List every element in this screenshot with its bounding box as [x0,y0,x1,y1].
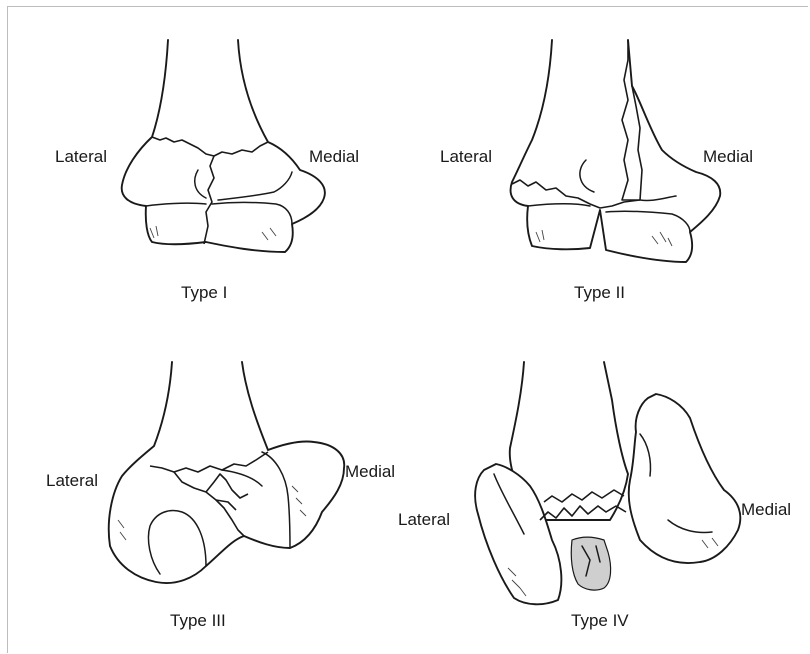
lateral-label-type-3: Lateral [46,471,98,491]
bone-type-4 [475,362,740,604]
lateral-label-type-4: Lateral [398,510,450,530]
caption-type-1: Type I [181,283,227,303]
medial-label-type-1: Medial [309,147,359,167]
caption-type-3: Type III [170,611,226,631]
medial-label-type-4: Medial [741,500,791,520]
bone-type-3 [109,362,344,583]
medial-label-type-3: Medial [345,462,395,482]
lateral-label-type-2: Lateral [440,147,492,167]
bone-type-1 [122,40,325,252]
lateral-label-type-1: Lateral [55,147,107,167]
medial-label-type-2: Medial [703,147,753,167]
caption-type-2: Type II [574,283,625,303]
caption-type-4: Type IV [571,611,629,631]
bone-type-2 [511,40,721,262]
